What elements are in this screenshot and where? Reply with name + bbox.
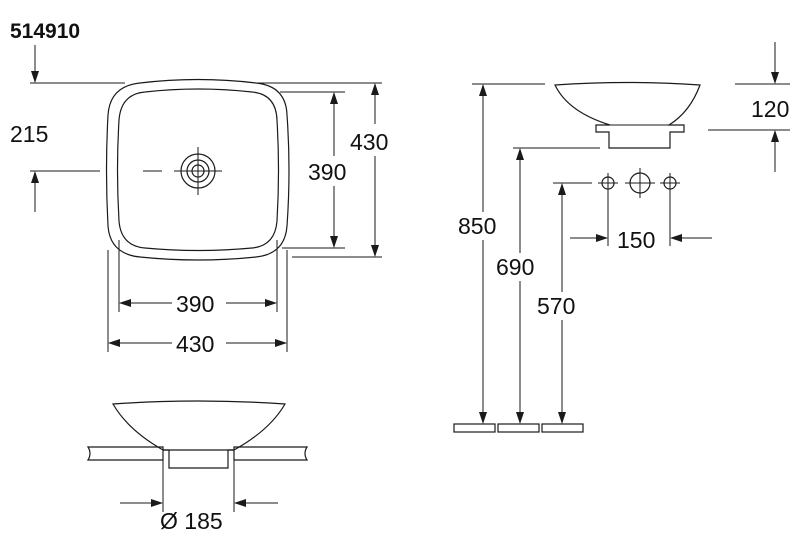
dim-tap-spacing: 150 (617, 227, 655, 253)
dim-outer-depth: 430 (350, 129, 388, 155)
dim-inner-depth: 390 (308, 159, 346, 185)
floor-segment (453, 423, 496, 433)
side-bowl-profile (554, 81, 701, 149)
dim-outer-width: 430 (176, 331, 214, 357)
floor-segment (541, 423, 584, 433)
countertop-right (233, 446, 309, 461)
basin-outer-outline (105, 78, 290, 261)
dim-drain-diameter: Ø 185 (160, 508, 223, 534)
drain-icon (174, 147, 222, 195)
side-view: 120 150 850 (453, 42, 790, 433)
bottom-view: Ø 185 (86, 400, 309, 534)
dim-height-tap: 570 (537, 293, 575, 319)
dim-bowl-height: 120 (751, 96, 789, 122)
tap-hole-left-icon (598, 173, 618, 193)
tap-hole-right-icon (660, 173, 680, 193)
dim-drain-offset: 215 (10, 121, 48, 147)
dim-height-counter: 690 (496, 254, 534, 280)
drain-stub (163, 449, 234, 469)
top-view: 215 390 430 390 430 (10, 45, 400, 357)
dim-inner-width: 390 (176, 291, 214, 317)
bowl-profile (112, 400, 287, 451)
basin-inner-outline (116, 88, 280, 252)
dim-height-floor: 850 (458, 213, 496, 239)
tap-hole-center-icon (625, 168, 655, 198)
floor-segment (497, 423, 540, 433)
model-number: 514910 (10, 20, 80, 43)
countertop-left (86, 446, 164, 461)
